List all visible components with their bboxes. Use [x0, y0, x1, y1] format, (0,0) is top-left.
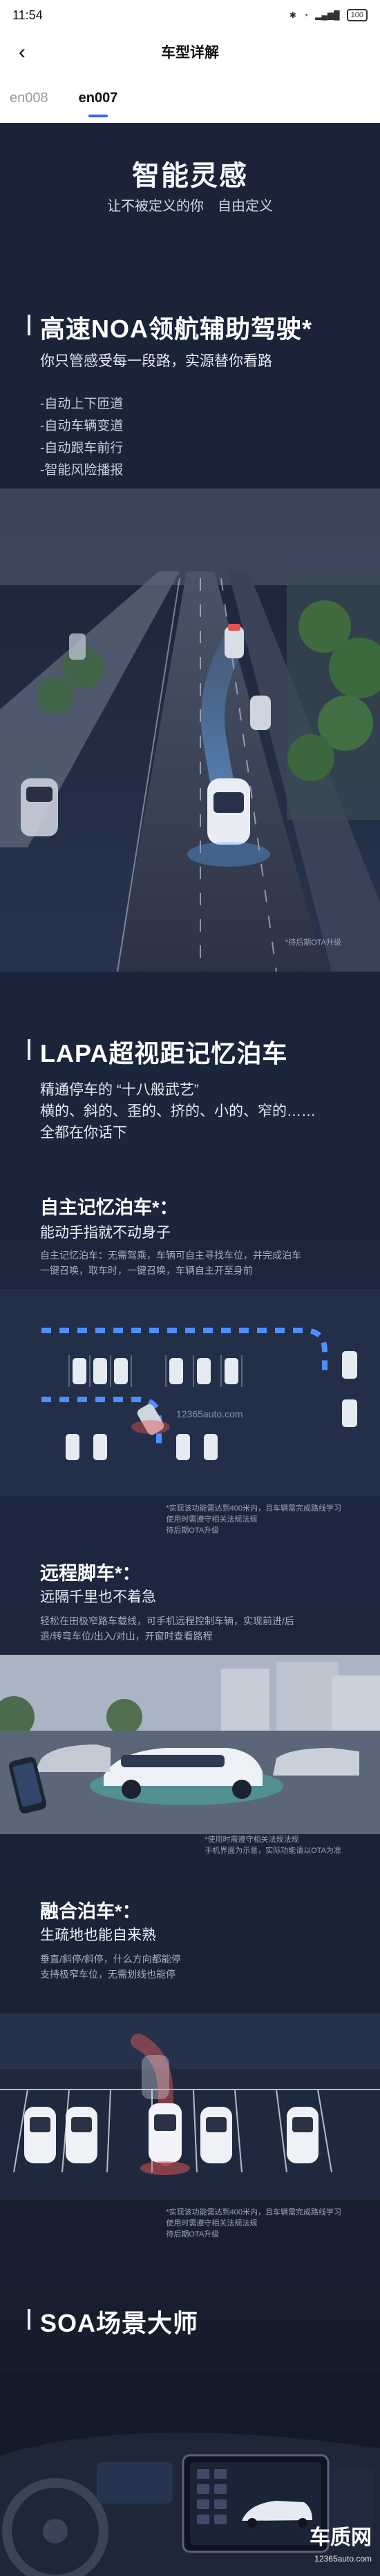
lapa-lead-line: 精通停车的 “十八般武艺”	[40, 1082, 199, 1098]
nav-bar: ‹ 车型详解	[0, 30, 380, 73]
highway-scene-image	[0, 489, 380, 972]
noa-disclaimer: *待后期OTA升级	[285, 938, 341, 947]
list-item: -自动上下匝道	[40, 397, 124, 411]
hero-title: 智能灵感	[132, 161, 248, 191]
memory-parking-title: 自主记忆泊车*：	[40, 1197, 178, 1218]
bluetooth-icon: ✱	[289, 10, 296, 20]
remote-parking-note: 轻松在田极窄路车载线，可手机远程控制车辆，实现前进/后 退/转弯车位/出入/对山…	[40, 1613, 294, 1644]
watermark-brand: 车质网	[310, 2526, 372, 2549]
disclaimer-line: *实现该功能需达到400米内，且车辆需完成路线学习	[166, 1504, 341, 1513]
note-line: 自主记忆泊车：无需驾乘，车辆可自主寻找车位，并完成泊车	[40, 1250, 301, 1261]
back-button[interactable]: ‹	[10, 40, 35, 65]
list-item: -智能风险播报	[40, 463, 124, 478]
fusion-parking-scene-image	[0, 2014, 380, 2200]
noa-feature-list: -自动上下匝道 -自动车辆变道 -自动跟车前行 -智能风险播报	[40, 393, 123, 482]
status-time: 11:54	[12, 8, 43, 22]
disclaimer-line: 手机界面为示意，实际功能请以OTA为准	[205, 1847, 341, 1855]
page-title: 车型详解	[161, 45, 219, 61]
note-line: 轻松在田极窄路车载线，可手机远程控制车辆，实现前进/后	[40, 1615, 294, 1626]
tab-en008[interactable]: en008	[10, 90, 48, 106]
battery-level: 100	[350, 11, 363, 19]
fusion-parking-subtitle: 生疏地也能自来熟	[40, 1927, 156, 1943]
remote-parking-disclaimer: *使用时需遵守相关法规法规 手机界面为示意，实际功能请以OTA为准	[205, 1834, 341, 1856]
list-item: -自动车辆变道	[40, 419, 124, 433]
memory-parking-disclaimer: *实现该功能需达到400米内，且车辆需完成路线学习 使用时需遵守相关法规法规 待…	[166, 1503, 341, 1536]
note-line: 退/转弯车位/出入/对山，开窗时查看路程	[40, 1631, 213, 1642]
disclaimer-line: 待后期OTA升级	[166, 2230, 220, 2239]
lapa-lead-line: 横的、斜的、歪的、挤的、小的、窄的……	[40, 1103, 316, 1119]
fusion-parking-note: 垂直/斜停/斜停，什么方向都能停 支持极窄车位，无需划线也能停	[40, 1951, 181, 1982]
note-line: 垂直/斜停/斜停，什么方向都能停	[40, 1954, 181, 1965]
model-tabs: en008 en007	[0, 73, 380, 123]
lapa-title: LAPA超视距记忆泊车	[27, 1034, 287, 1070]
parking-watermark: 12365auto.com	[176, 1408, 243, 1419]
feature-content: 智能灵感 让不被定义的你 自由定义 高速NOA领航辅助驾驶* 你只管感受每一段路…	[0, 123, 380, 2576]
memory-parking-note: 自主记忆泊车：无需驾乘，车辆可自主寻找车位，并完成泊车 一键召唤，取车时，一键召…	[40, 1248, 301, 1278]
disclaimer-line: 使用时需遵守相关法规法规	[166, 2219, 258, 2228]
tab-en007[interactable]: en007	[79, 85, 118, 112]
lapa-lead-line: 全都在你话下	[40, 1125, 127, 1141]
remote-parking-scene-image	[0, 1655, 380, 1834]
remote-parking-title: 远程脚车*：	[40, 1563, 141, 1584]
note-line: 支持极窄车位，无需划线也能停	[40, 1969, 175, 1980]
soa-title: SOA场景大师	[27, 2303, 198, 2339]
chevron-left-icon: ‹	[19, 41, 26, 63]
disclaimer-line: *实现该功能需达到400米内，且车辆需完成路线学习	[166, 2208, 341, 2216]
fusion-parking-title: 融合泊车*：	[40, 1901, 141, 1922]
disclaimer-line: *使用时需遵守相关法规法规	[205, 1836, 299, 1844]
site-watermark: 车质网 12365auto.com	[310, 2528, 372, 2569]
cockpit-scene-image	[0, 2372, 380, 2576]
watermark-site: 12365auto.com	[314, 2554, 372, 2564]
parking-lot-scene-image: 12365auto.com	[0, 1289, 380, 1496]
remote-parking-subtitle: 远隔千里也不着急	[40, 1589, 156, 1605]
noa-lead: 你只管感受每一段路，实源替你看路	[40, 353, 272, 369]
memory-parking-subtitle: 能动手指就不动身子	[40, 1225, 171, 1241]
wifi-icon: ◔	[303, 10, 309, 20]
battery-icon: 100	[346, 9, 368, 21]
status-bar: 11:54 ✱ ◔ ▂▄▆█ 100	[0, 0, 380, 30]
noa-title: 高速NOA领航辅助驾驶*	[27, 309, 312, 345]
disclaimer-line: 使用时需遵守相关法规法规	[166, 1515, 258, 1524]
status-icons: ✱ ◔ ▂▄▆█ 100	[289, 9, 368, 21]
signal-icon: ▂▄▆█	[315, 10, 340, 20]
list-item: -自动跟车前行	[40, 441, 124, 455]
hero-subtitle: 让不被定义的你 自由定义	[107, 199, 273, 214]
lapa-lead: 精通停车的 “十八般武艺” 横的、斜的、歪的、挤的、小的、窄的…… 全都在你话下	[40, 1079, 316, 1143]
disclaimer-line: 待后期OTA升级	[166, 1526, 220, 1535]
fusion-parking-disclaimer: *实现该功能需达到400米内，且车辆需完成路线学习 使用时需遵守相关法规法规 待…	[166, 2207, 341, 2240]
note-line: 一键召唤，取车时，一键召唤，车辆自主开至身前	[40, 1265, 253, 1276]
